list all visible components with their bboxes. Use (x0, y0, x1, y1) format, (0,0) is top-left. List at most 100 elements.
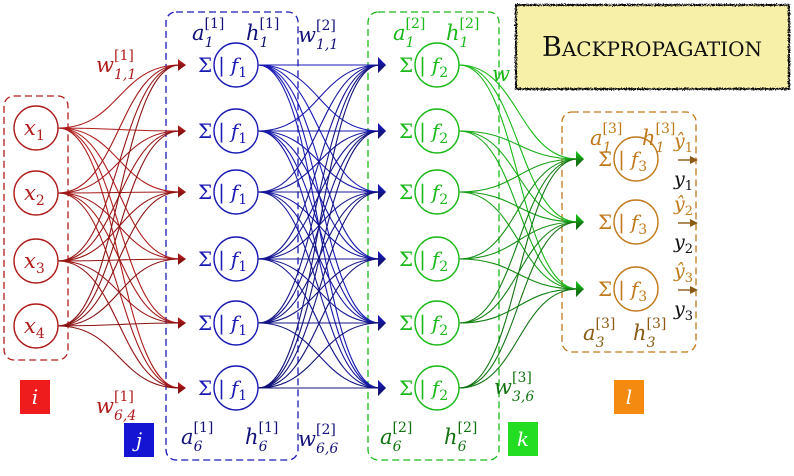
arrowhead-w2-1-2 (378, 122, 386, 131)
edge-w3-1-2 (458, 64, 579, 223)
notation-labels: w[1]1,1w[1]6,4w[2]1,1w[2]6,6w[3]3,6wa[1]… (96, 16, 675, 457)
neuron-layer3-1: Σ|f3 (598, 136, 659, 182)
edge-w1-3-1 (57, 64, 181, 262)
arrowhead-w1-4-3 (178, 192, 186, 198)
node-circle (213, 169, 259, 215)
arrowhead-w1-4-4 (178, 259, 186, 265)
arrowhead-w2-6-5 (378, 323, 386, 332)
arrowhead-w2-6-2 (378, 131, 386, 140)
edge-w2-6-3 (257, 191, 381, 389)
edge-w1-4-3 (57, 191, 181, 327)
connection-edges (57, 64, 579, 389)
output-target: y2 (673, 231, 693, 257)
index-badge-j: j (124, 423, 154, 457)
node-circle (13, 170, 59, 216)
arrowhead-w2-1-6 (378, 379, 386, 388)
edge-w1-1-1 (57, 64, 181, 129)
edge-w2-6-5 (257, 322, 381, 389)
output-prediction: ŷ1 (673, 130, 693, 156)
edge-w3-2-1 (458, 130, 579, 160)
neuron-layer3-3: Σ|f3 (598, 266, 659, 312)
edge-w3-5-1 (458, 158, 579, 324)
arrowhead-w1-4-5 (178, 323, 186, 329)
label-w1-top: w[1]1,1 (96, 48, 136, 83)
arrowhead-w1-4-1 (178, 65, 186, 71)
node-circle (13, 105, 59, 151)
output-layer-box (561, 111, 697, 353)
input-layer-box (3, 95, 69, 361)
node-circle (414, 108, 460, 154)
input-node-4: x4 (13, 303, 59, 349)
neuron-layer1-3: Σ|f1 (198, 169, 259, 215)
output-target: y1 (673, 168, 693, 194)
neuron-layer2-5: Σ|f2 (399, 300, 460, 346)
edge-w1-2-1 (57, 64, 181, 194)
badge-box (124, 423, 154, 457)
arrowhead-w3-6-1 (576, 159, 584, 168)
node-circle (213, 42, 259, 88)
label-h2-bot: h[2]6 (444, 420, 477, 455)
label-w3-bot: w[3]3,6 (494, 370, 534, 405)
edge-w3-1-1 (458, 64, 579, 160)
title-text: BACKPROPAGATION (542, 32, 762, 63)
edge-w3-3-2 (458, 191, 579, 223)
neuron-layer1-1: Σ|f1 (198, 42, 259, 88)
input-node-2: x2 (13, 170, 59, 216)
badge-letter: j (132, 428, 142, 452)
output-arrowhead (690, 156, 698, 164)
neuron-layer2-1: Σ|f2 (399, 42, 460, 88)
edge-w2-3-1 (257, 64, 381, 193)
arrowhead-w2-1-4 (378, 250, 386, 259)
edge-w1-4-4 (57, 258, 181, 327)
input-label: x3 (24, 249, 45, 277)
edge-w2-5-1 (257, 64, 381, 324)
badge-letter: k (517, 427, 529, 451)
output-arrowhead (690, 286, 698, 294)
badge-letter: l (626, 385, 632, 409)
input-label: x2 (24, 181, 45, 209)
label-h1-top: h[1]1 (246, 16, 279, 51)
neuron-label: Σ|f2 (399, 311, 448, 339)
node-circle (613, 136, 659, 182)
edge-w3-6-1 (458, 158, 579, 389)
edge-w3-2-2 (458, 130, 579, 223)
neuron-label: Σ|f2 (399, 376, 448, 404)
neuron-layer2-2: Σ|f2 (399, 108, 460, 154)
label-h3-bot: h[3]3 (633, 316, 666, 351)
input-node-1: x1 (13, 105, 59, 151)
node-circle (613, 266, 659, 312)
neuron-layer1-6: Σ|f1 (198, 365, 259, 411)
arrowhead-w3-1-3 (576, 280, 584, 289)
neuron-layer1-5: Σ|f1 (198, 300, 259, 346)
label-w1-bot: w[1]6,4 (96, 389, 136, 424)
output-prediction: ŷ2 (673, 193, 693, 219)
output-arrowhead (690, 219, 698, 227)
edge-w3-4-1 (458, 158, 579, 260)
edge-w2-2-1 (257, 64, 381, 132)
node-circle (13, 238, 59, 284)
input-label: x1 (24, 116, 45, 144)
edge-w3-6-3 (458, 288, 579, 389)
output-target: y3 (673, 298, 693, 324)
edge-w2-6-4 (257, 258, 381, 389)
edge-w1-3-3 (57, 191, 181, 262)
neuron-nodes: x1x2x3x4Σ|f1Σ|f1Σ|f1Σ|f1Σ|f1Σ|f1Σ|f2Σ|f2… (13, 42, 659, 411)
arrowhead-w1-4-6 (178, 388, 186, 394)
neuron-layer2-6: Σ|f2 (399, 365, 460, 411)
arrowhead-w2-1-1 (378, 56, 386, 65)
node-circle (414, 169, 460, 215)
label-w3-top: w (492, 62, 510, 86)
node-circle (414, 236, 460, 282)
output-prediction: ŷ3 (673, 260, 693, 286)
neuron-label: Σ|f3 (598, 147, 647, 175)
node-circle (213, 108, 259, 154)
edge-w1-4-6 (57, 325, 181, 389)
neuron-layer1-2: Σ|f1 (198, 108, 259, 154)
arrowhead-w2-6-3 (378, 192, 386, 201)
